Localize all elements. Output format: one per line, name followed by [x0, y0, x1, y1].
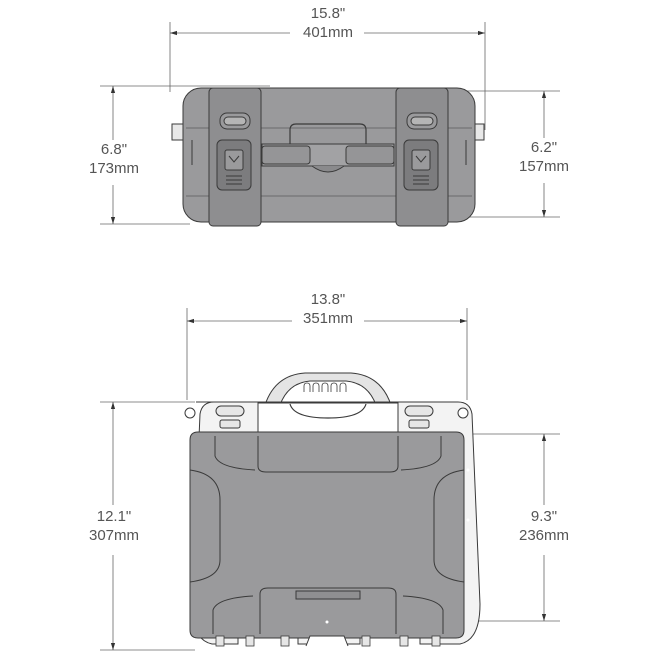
- front-left-height-inches: 6.8": [100, 141, 128, 158]
- case-front-view: [171, 87, 485, 227]
- front-left-height-mm: 173mm: [88, 160, 140, 177]
- top-left-depth-label: 12.1" 307mm: [78, 507, 150, 545]
- front-right-height-mm: 157mm: [518, 158, 570, 175]
- top-width-inches: 13.8": [310, 291, 346, 308]
- case-top-view: [184, 372, 481, 647]
- front-right-height-label: 6.2" 157mm: [508, 138, 580, 176]
- top-right-depth-inches: 9.3": [530, 508, 558, 525]
- top-left-depth-mm: 307mm: [88, 527, 140, 544]
- top-right-depth-label: 9.3" 236mm: [508, 507, 580, 545]
- front-width-mm: 401mm: [302, 24, 354, 41]
- top-left-depth-inches: 12.1": [96, 508, 132, 525]
- top-view-dimension-lines: [100, 308, 560, 651]
- front-width-inches: 15.8": [310, 5, 346, 22]
- top-width-mm: 351mm: [302, 310, 354, 327]
- front-width-label: 15.8" 401mm: [292, 4, 364, 42]
- top-width-label: 13.8" 351mm: [292, 290, 364, 328]
- front-left-height-label: 6.8" 173mm: [78, 140, 150, 178]
- front-right-height-inches: 6.2": [530, 139, 558, 156]
- front-view-dimension-lines: [100, 22, 560, 225]
- top-right-depth-mm: 236mm: [518, 527, 570, 544]
